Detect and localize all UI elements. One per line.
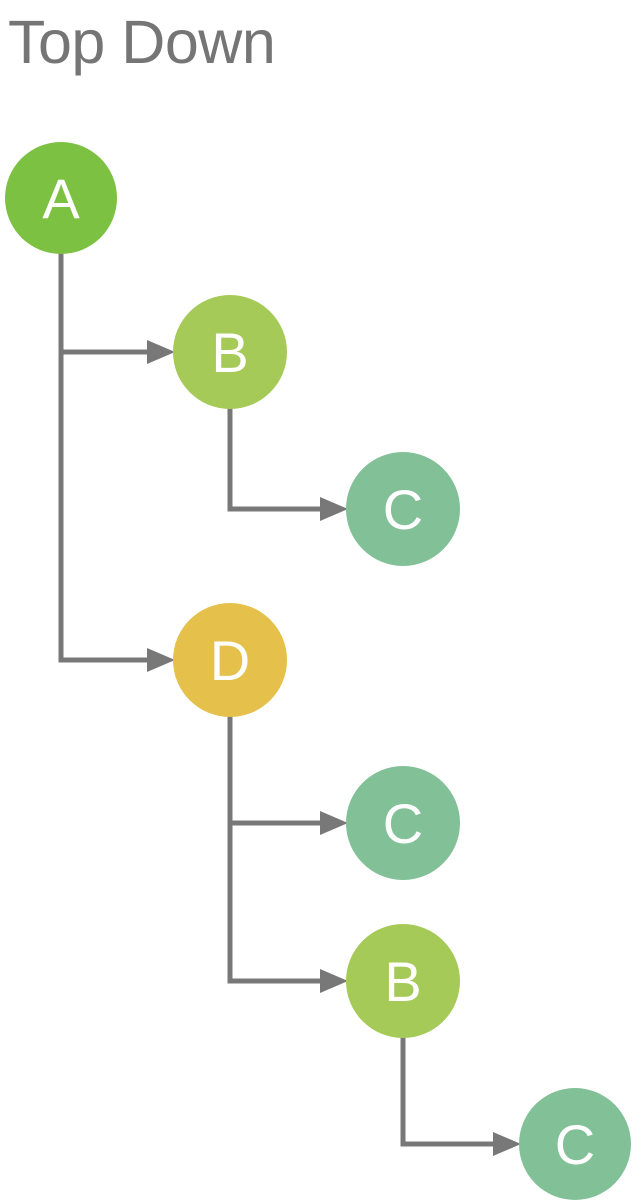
edge-D-B2	[227, 715, 322, 984]
node-C1: C	[346, 452, 460, 566]
arrowhead-icon-A-D	[147, 648, 175, 672]
edge-B2-C3	[400, 1036, 495, 1147]
node-circle-C2	[346, 766, 460, 880]
diagram-title: Top Down	[8, 8, 276, 76]
arrowhead-icon-A-B1	[147, 340, 175, 364]
edge-B1-C1	[227, 407, 322, 512]
node-circle-A	[5, 142, 117, 254]
node-circle-B1	[173, 295, 287, 409]
node-circle-C3	[519, 1088, 631, 1200]
node-circle-D	[173, 603, 287, 717]
arrowhead-icon-B2-C3	[493, 1132, 521, 1156]
node-D: D	[173, 603, 287, 717]
node-circle-B2	[346, 924, 460, 1038]
node-B1: B	[173, 295, 287, 409]
node-circle-C1	[346, 452, 460, 566]
arrowhead-icon-D-B2	[320, 969, 348, 993]
node-C3: C	[519, 1088, 631, 1200]
arrowhead-icon-D-C2	[320, 811, 348, 835]
node-A: A	[5, 142, 117, 254]
edge-A-D	[58, 252, 149, 663]
node-label-C1: C	[383, 478, 423, 541]
node-label-B2: B	[384, 950, 421, 1013]
node-B2: B	[346, 924, 460, 1038]
edge-D-C2	[227, 715, 322, 826]
node-label-B1: B	[211, 321, 248, 384]
arrowhead-icon-B1-C1	[320, 497, 348, 521]
node-C2: C	[346, 766, 460, 880]
edge-A-B1	[58, 252, 149, 355]
node-label-C3: C	[555, 1113, 595, 1176]
node-label-D: D	[210, 629, 250, 692]
node-label-A: A	[42, 167, 80, 230]
node-label-C2: C	[383, 792, 423, 855]
